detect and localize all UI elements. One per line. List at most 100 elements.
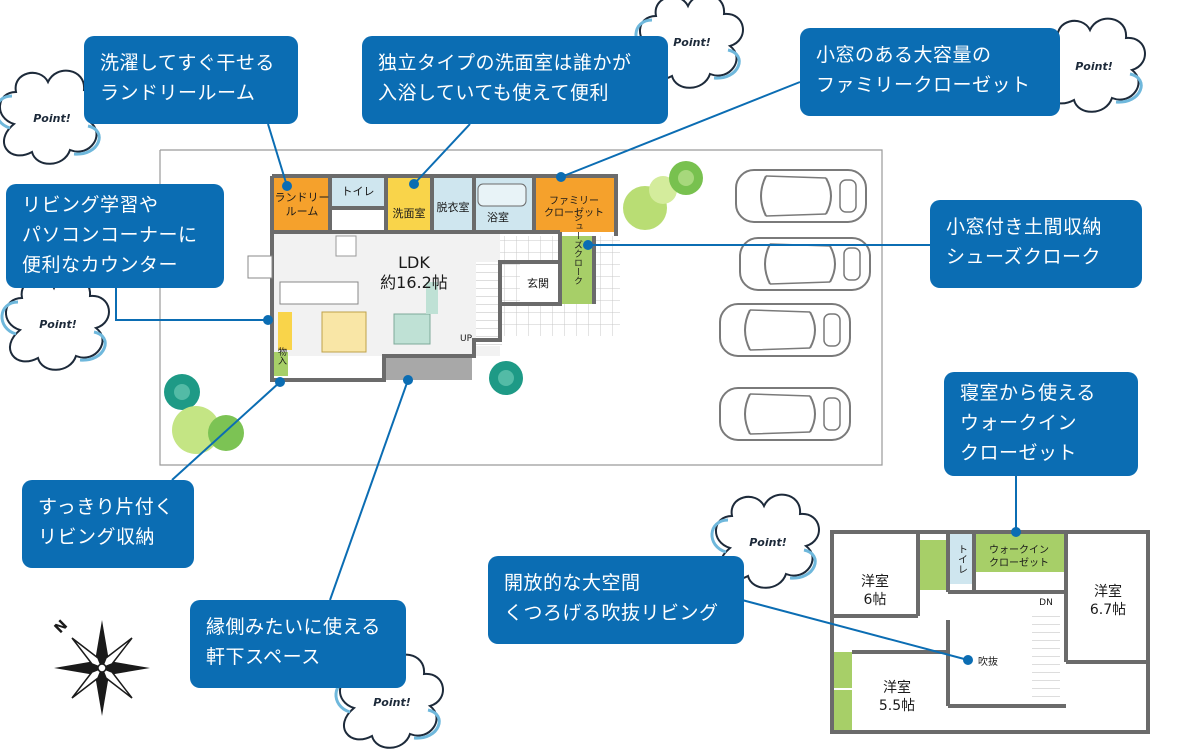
label-shoes-cloak: シューズクローク xyxy=(572,213,583,285)
label-dressing: 脱衣室 xyxy=(437,200,470,214)
kitchen-counter xyxy=(279,281,359,305)
callout-text: パソコンコーナーに xyxy=(22,224,198,246)
label-toilet-1f: トイレ xyxy=(342,185,375,198)
callout-counter: リビング学習や パソコンコーナーに 便利なカウンター xyxy=(6,184,224,288)
compass-icon xyxy=(54,620,150,716)
callout-fukinuke-living: 開放的な大空間 くつろげる吹抜リビング xyxy=(488,556,744,644)
callout-text: 便利なカウンター xyxy=(22,254,179,276)
callout-text: リビング収納 xyxy=(38,526,156,548)
label-washroom: 洗面室 xyxy=(393,206,426,220)
label-storage: 物入 xyxy=(276,346,287,365)
callout-text: 小窓付き土間収納 xyxy=(946,216,1103,238)
svg-text:Point!: Point! xyxy=(1075,60,1113,73)
callout-text: 小窓のある大容量の xyxy=(816,44,992,66)
callout-shoes-cloak: 小窓付き土間収納 シューズクローク xyxy=(930,200,1142,288)
point-badge: Point! xyxy=(634,0,745,90)
site-boundary xyxy=(159,149,883,466)
eaves-space xyxy=(384,356,472,380)
label-room3-size: 5.5帖 xyxy=(879,698,915,714)
dressing-room xyxy=(432,178,474,232)
callout-living-storage: すっきり片付く リビング収納 xyxy=(22,480,194,568)
parked-car xyxy=(719,387,851,441)
tree-icon xyxy=(489,361,523,395)
point-badge: Point! xyxy=(710,493,821,590)
callout-text: 独立タイプの洗面室は誰かが xyxy=(378,52,632,74)
label-up: UP xyxy=(460,334,473,344)
parked-car xyxy=(735,169,867,223)
label-walkin-line1: ウォークイン xyxy=(989,544,1049,556)
storage-1f xyxy=(274,352,288,376)
stairs-2f xyxy=(1032,610,1060,700)
label-walkin-line2: クローゼット xyxy=(989,557,1049,569)
callout-text: くつろげる吹抜リビング xyxy=(504,602,719,624)
walls-2f xyxy=(830,530,1150,734)
point-badge: Point! xyxy=(334,653,445,750)
label-family-closet-line2: クローゼット xyxy=(544,207,604,219)
svg-text:Point!: Point! xyxy=(749,536,787,549)
label-room1-name: 洋室 xyxy=(861,573,889,590)
point-badge: Point! xyxy=(1036,17,1147,114)
washroom xyxy=(386,178,432,232)
label-laundry-line1: ランドリー xyxy=(275,191,330,204)
walkin-closet-room xyxy=(974,534,1064,572)
callout-text: ファミリークローゼット xyxy=(816,74,1031,96)
label-fukinuke: 吹抜 xyxy=(978,655,998,668)
fridge xyxy=(335,235,357,257)
label-room2-size: 6.7帖 xyxy=(1090,602,1126,618)
toilet-1f xyxy=(330,178,386,208)
counter xyxy=(278,312,292,350)
leader-lines xyxy=(115,81,1017,661)
svg-text:Point!: Point! xyxy=(673,36,711,49)
label-laundry-line2: ルーム xyxy=(286,205,319,218)
walls-1f xyxy=(270,174,618,382)
bathtub xyxy=(477,183,527,207)
callout-text: すっきり片付く xyxy=(38,496,174,518)
label-bath: 浴室 xyxy=(487,210,509,224)
callout-eaves-space: 縁側みたいに使える 軒下スペース xyxy=(190,600,406,688)
family-closet-room xyxy=(534,178,614,232)
svg-text:Point!: Point! xyxy=(39,318,77,331)
callout-text: 洗濯してすぐ干せる xyxy=(100,52,275,74)
callout-text: クローゼット xyxy=(960,442,1078,464)
label-room2-name: 洋室 xyxy=(1094,583,1122,600)
leader-dots xyxy=(263,172,1021,665)
callout-text: ランドリールーム xyxy=(100,82,256,104)
label-room1-size: 6帖 xyxy=(864,592,887,608)
sofa xyxy=(393,313,431,345)
callout-text: 軒下スペース xyxy=(206,646,321,668)
label-toilet-2f: トイレ xyxy=(956,544,968,574)
callout-laundry-room: 洗濯してすぐ干せる ランドリールーム xyxy=(84,36,298,124)
entrance-hall xyxy=(520,262,560,302)
callout-text: 寝室から使える xyxy=(960,382,1096,404)
stairs-1f xyxy=(476,262,502,346)
callout-text: 入浴していても使えて便利 xyxy=(378,82,609,104)
callout-text: 開放的な大空間 xyxy=(504,572,641,594)
label-dn: DN xyxy=(1039,598,1053,608)
callout-text: シューズクローク xyxy=(946,246,1102,268)
label-entrance: 玄関 xyxy=(527,276,549,290)
svg-text:Point!: Point! xyxy=(373,696,411,709)
toilet-2f xyxy=(950,534,972,584)
parked-car xyxy=(719,303,851,357)
callout-text: リビング学習や xyxy=(22,194,159,216)
tree-icon xyxy=(164,374,244,454)
closet-2f-b xyxy=(834,652,852,688)
compass-north-label: N xyxy=(52,617,72,637)
bay-window xyxy=(247,255,273,279)
callout-washroom: 独立タイプの洗面室は誰かが 入浴していても使えて便利 xyxy=(362,36,668,124)
point-badge: Point! xyxy=(0,275,111,372)
point-badge: Point! xyxy=(0,69,105,166)
svg-text:Point!: Point! xyxy=(33,112,71,125)
callout-text: ウォークイン xyxy=(960,412,1078,434)
label-family-closet-line1: ファミリー xyxy=(549,196,599,207)
dining-table xyxy=(321,311,367,353)
tree-icon xyxy=(623,161,703,230)
tv-stand xyxy=(426,282,438,314)
closet-2f-c xyxy=(834,690,852,730)
label-ldk-size: 約16.2帖 xyxy=(380,273,448,292)
closet-2f-a xyxy=(920,540,946,590)
callout-walkin-closet: 寝室から使える ウォークイン クローゼット xyxy=(944,372,1138,476)
label-ldk: LDK xyxy=(398,253,430,272)
callout-family-closet: 小窓のある大容量の ファミリークローゼット xyxy=(800,28,1060,116)
